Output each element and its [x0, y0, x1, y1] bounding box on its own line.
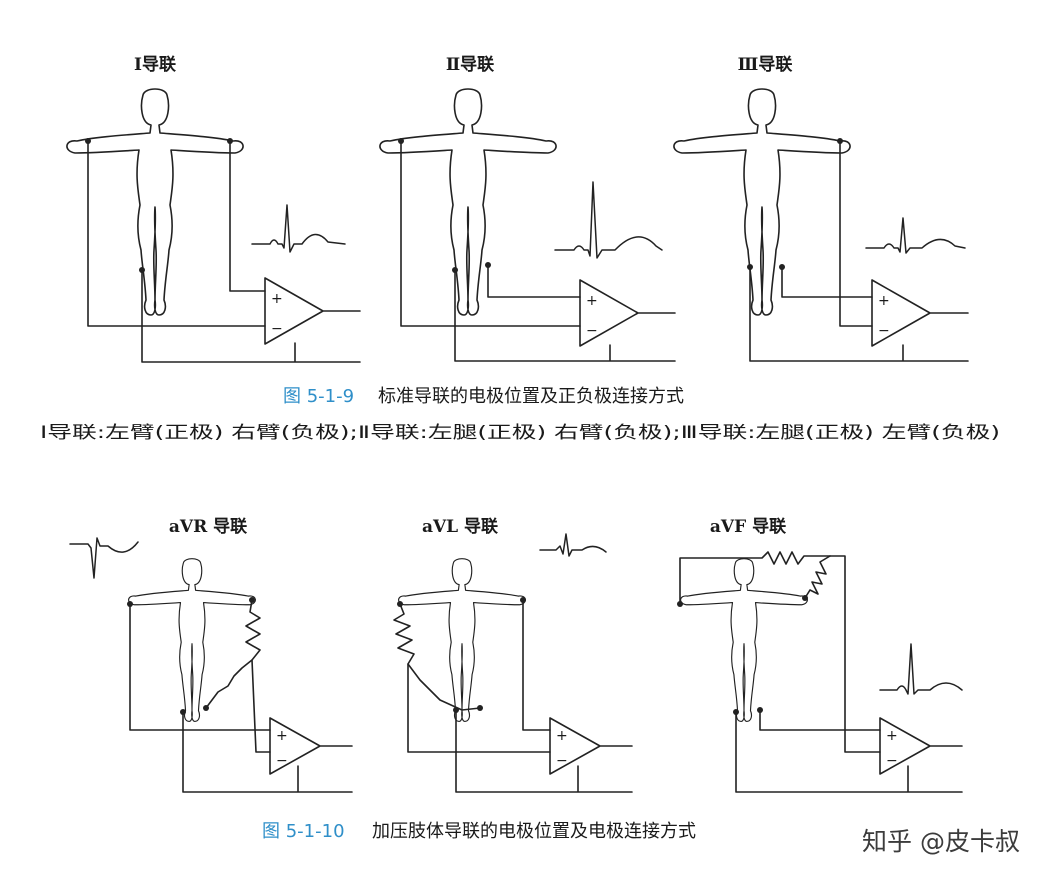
- lead-title: aVR 导联: [169, 517, 247, 537]
- ecg-waveform: [251, 204, 346, 253]
- watermark: 知乎 @皮卡叔: [862, 827, 1020, 856]
- figure-description: Ⅰ导联:左臂(正极) 右臂(负极);Ⅱ导联:左腿(正极) 右臂(负极);Ⅲ导联:…: [40, 423, 1000, 443]
- positive-wire: [759, 709, 881, 731]
- amp-plus-label: +: [271, 291, 283, 307]
- positive-wire: [229, 140, 266, 292]
- lead-title: Ⅰ导联: [134, 55, 176, 75]
- amplifier-icon: [549, 717, 633, 775]
- resistor-network-icon: [679, 551, 831, 605]
- negative-wire: [407, 663, 551, 753]
- amp-minus-label: −: [886, 753, 898, 769]
- amp-plus-label: +: [586, 293, 598, 309]
- human-figure-icon: [398, 558, 526, 722]
- ground-wire: [141, 269, 361, 363]
- ground-wire: [454, 269, 676, 362]
- lead-panel-I: Ⅰ导联 + −: [66, 55, 361, 363]
- amp-minus-label: −: [271, 321, 283, 337]
- ground-wire: [455, 709, 633, 793]
- resistor-network-icon: [205, 599, 261, 709]
- amp-plus-label: +: [886, 728, 898, 744]
- ecg-waveform: [554, 181, 663, 259]
- amplifier-icon: [264, 277, 361, 345]
- negative-wire: [87, 140, 266, 327]
- amp-minus-label: −: [878, 323, 890, 339]
- amp-plus-label: +: [556, 728, 568, 744]
- ground-wire: [182, 711, 353, 793]
- ecg-waveform: [69, 537, 139, 579]
- lead-panel-aVL: aVL 导联 + −: [393, 517, 633, 793]
- negative-wire: [829, 555, 881, 753]
- amp-plus-label: +: [878, 293, 890, 309]
- lead-panel-aVF: aVF 导联 + −: [677, 517, 963, 793]
- amplifier-icon: [871, 279, 969, 347]
- positive-wire: [522, 599, 551, 731]
- amplifier-icon: [879, 717, 963, 775]
- positive-wire: [251, 659, 271, 753]
- positive-wire: [781, 266, 873, 298]
- human-figure-icon: [379, 88, 557, 316]
- amplifier-icon: [269, 717, 353, 775]
- negative-wire: [839, 140, 873, 327]
- ground-wire: [735, 711, 963, 793]
- ground-wire: [749, 266, 969, 362]
- amp-minus-label: −: [586, 323, 598, 339]
- human-figure-icon: [680, 558, 808, 722]
- lead-panel-III: Ⅲ导联 + −: [673, 55, 969, 362]
- lead-title: aVL 导联: [422, 517, 498, 537]
- ecg-waveform: [539, 533, 607, 557]
- lead-panel-II: Ⅱ导联 + −: [379, 55, 676, 362]
- resistor-network-icon: [393, 603, 481, 711]
- amp-minus-label: −: [556, 753, 568, 769]
- lead-panel-aVR: aVR 导联 + −: [69, 517, 353, 793]
- ecg-waveform: [879, 643, 963, 695]
- lead-title: Ⅲ导联: [738, 55, 793, 75]
- figure-number: 图 5-1-10: [262, 821, 345, 842]
- figure-caption: 标准导联的电极位置及正负极连接方式: [378, 386, 684, 407]
- amp-plus-label: +: [276, 728, 288, 744]
- human-figure-icon: [673, 88, 851, 316]
- ecg-waveform: [865, 217, 966, 254]
- negative-wire: [400, 140, 581, 327]
- positive-wire: [487, 264, 581, 298]
- amp-minus-label: −: [276, 753, 288, 769]
- negative-wire: [129, 603, 271, 731]
- figure-number: 图 5-1-9: [283, 386, 354, 407]
- resistor-network-icon: [804, 555, 831, 599]
- lead-title: Ⅱ导联: [446, 55, 494, 75]
- human-figure-icon: [128, 558, 256, 722]
- lead-title: aVF 导联: [710, 517, 786, 537]
- human-figure-icon: [66, 88, 244, 316]
- figure-caption: 加压肢体导联的电极位置及电极连接方式: [372, 821, 696, 842]
- amplifier-icon: [579, 279, 676, 347]
